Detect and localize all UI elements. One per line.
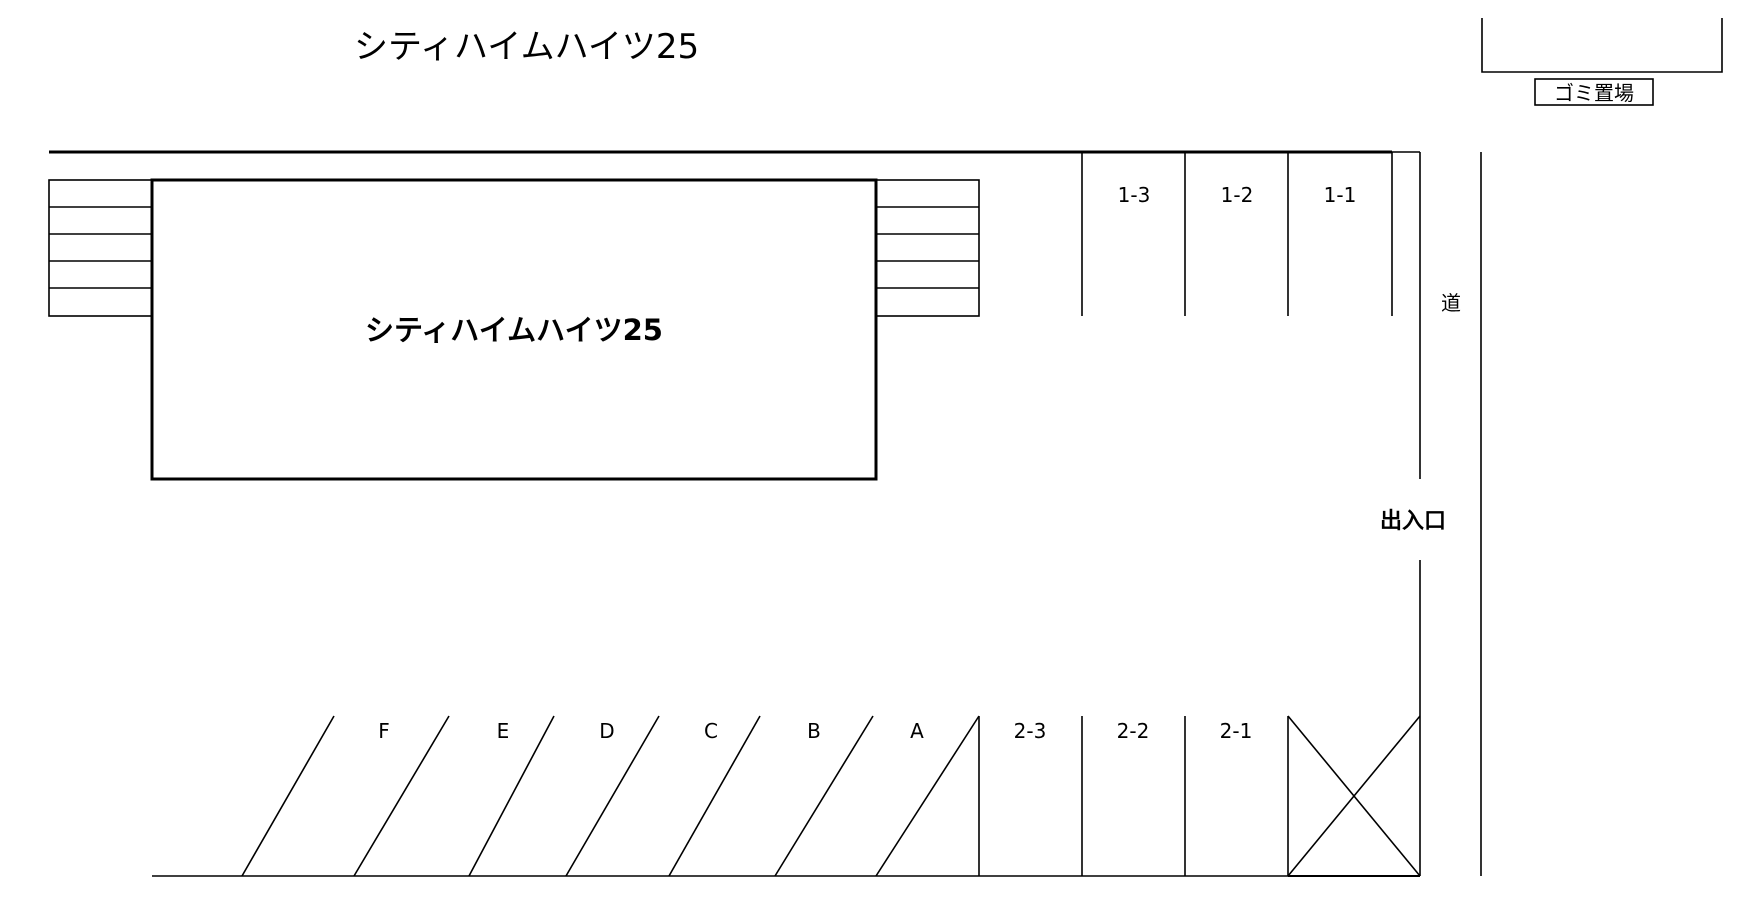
space-E: E [497,719,510,743]
left-stairs [48,179,153,317]
space-C: C [704,719,718,743]
bottom-parking [978,716,1289,876]
diagonal-parking [241,715,980,877]
space-F: F [378,719,390,743]
space-B: B [807,719,821,743]
space-2-2: 2-2 [1117,719,1150,743]
space-1-3: 1-3 [1118,183,1151,207]
right-stairs [875,179,980,317]
space-1-2: 1-2 [1221,183,1254,207]
garbage-label: ゴミ置場 [1554,81,1634,105]
space-1-1: 1-1 [1324,183,1357,207]
garbage-area [1481,18,1723,73]
building [150,178,878,481]
page-title: シティハイムハイツ25 [354,27,699,67]
space-2-3: 2-3 [1014,719,1047,743]
no-parking-box [1287,715,1421,877]
top-parking [1081,152,1393,316]
space-A: A [910,719,924,743]
entrance-label: 出入口 [1380,509,1446,534]
garbage-label-box [1534,78,1654,106]
road-label: 道 [1441,291,1461,315]
building-name: シティハイムハイツ25 [365,313,663,347]
space-D: D [599,719,614,743]
space-2-1: 2-1 [1220,719,1253,743]
